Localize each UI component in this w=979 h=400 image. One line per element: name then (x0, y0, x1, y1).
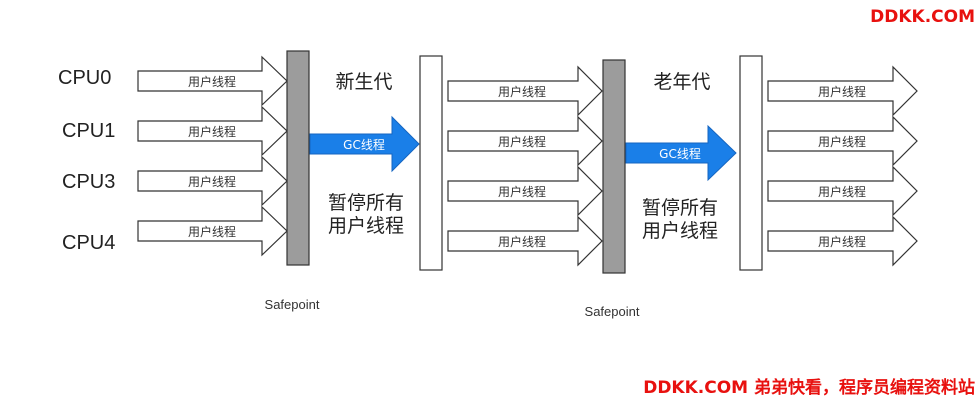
thread-arrow (767, 215, 918, 267)
thread-arrow-label: 用户线程 (818, 184, 866, 199)
thread-arrow (137, 55, 288, 107)
thread-arrow-label: 用户线程 (188, 124, 236, 139)
pause-text-2-line1: 暂停所有 (642, 197, 718, 219)
thread-arrow-label: 用户线程 (818, 84, 866, 99)
thread-arrow-group-3: 用户线程 用户线程 用户线程 用户线程 (767, 65, 918, 267)
thread-arrow-label: 用户线程 (818, 134, 866, 149)
thread-arrow (447, 115, 603, 167)
thread-arrow-label: 用户线程 (818, 234, 866, 249)
young-gen-box (419, 55, 443, 271)
pause-text-1-line1: 暂停所有 (328, 192, 404, 214)
thread-arrow-group-2: 用户线程 用户线程 用户线程 用户线程 (447, 65, 603, 267)
thread-arrow (137, 155, 288, 207)
old-gen-label: 老年代 (653, 71, 710, 93)
safepoint-bar-1 (286, 50, 310, 266)
thread-arrow-label: 用户线程 (188, 74, 236, 89)
gc-thread-label-2: GC线程 (659, 146, 701, 161)
gc-thread-arrow-1 (309, 115, 420, 173)
thread-arrow-group-1: 用户线程 用户线程 用户线程 用户线程 (137, 55, 288, 257)
thread-arrow (137, 105, 288, 157)
safepoint-bar-2 (602, 59, 626, 274)
thread-arrow (447, 65, 603, 117)
watermark-top: DDKK.COM (870, 7, 975, 27)
safepoint-label-2: Safepoint (585, 304, 640, 319)
thread-arrow-label: 用户线程 (498, 234, 546, 249)
safepoint-label-1: Safepoint (265, 297, 320, 312)
thread-arrow-label: 用户线程 (188, 174, 236, 189)
thread-arrow (767, 65, 918, 117)
thread-arrow (447, 215, 603, 267)
gc-thread-label-1: GC线程 (343, 137, 385, 152)
gc-thread-arrow-2 (625, 124, 737, 182)
young-gen-label: 新生代 (335, 71, 392, 93)
thread-arrow (447, 165, 603, 217)
thread-arrow (137, 205, 288, 257)
pause-text-2-line2: 用户线程 (642, 220, 718, 242)
watermark-bottom: DDKK.COM 弟弟快看，程序员编程资料站 (643, 377, 975, 398)
thread-arrow-label: 用户线程 (498, 84, 546, 99)
thread-arrow (767, 165, 918, 217)
old-gen-box (739, 55, 763, 271)
thread-arrow (767, 115, 918, 167)
thread-arrow-label: 用户线程 (498, 134, 546, 149)
thread-arrow-label: 用户线程 (188, 224, 236, 239)
thread-arrow-label: 用户线程 (498, 184, 546, 199)
cpu-label-1: CPU1 (62, 120, 115, 142)
cpu-label-0: CPU0 (58, 67, 111, 89)
cpu-label-3: CPU4 (62, 232, 115, 254)
cpu-label-2: CPU3 (62, 171, 115, 193)
pause-text-1-line2: 用户线程 (328, 215, 404, 237)
